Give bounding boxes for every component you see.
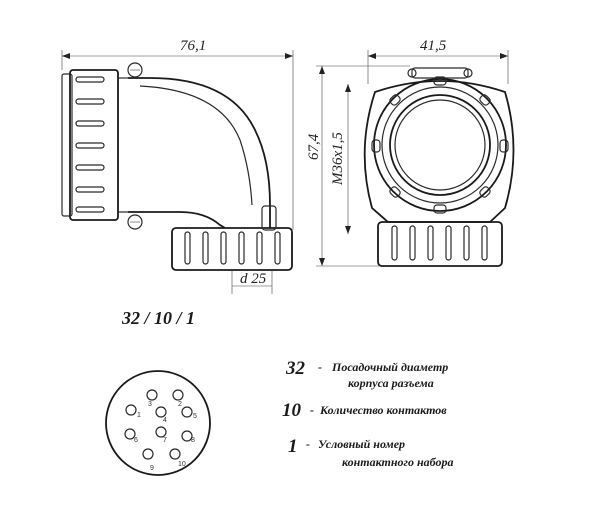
pin-8: 8 [181,430,195,444]
front-view: 41,5 67,4 M36x1,5 [306,38,515,267]
svg-text:9: 9 [150,465,154,472]
svg-text:7: 7 [163,437,167,444]
svg-text:корпуса разъема: корпуса разъема [348,376,434,390]
svg-text:2: 2 [178,401,182,408]
svg-text:-: - [318,360,322,374]
pin-10: 10 [169,448,186,468]
nut-ribs-bottom [184,231,281,265]
svg-text:4: 4 [163,417,167,424]
dim-side-length: 76,1 [180,38,206,54]
pin-1: 1 [125,404,141,419]
dim-thread: M36x1,5 [330,132,346,186]
legend-item-set: 1 - Условный номер контактного набора [288,436,453,469]
svg-text:Условный номер: Условный номер [318,437,405,451]
legend: 32 - Посадочный диаметр корпуса разъема … [282,358,453,469]
pin-3: 3 [146,389,158,408]
svg-text:8: 8 [191,437,195,444]
svg-text:контактного набора: контактного набора [342,455,453,469]
svg-text:6: 6 [134,437,138,444]
pin-9: 9 [142,448,154,472]
svg-text:3: 3 [148,401,152,408]
dim-front-width: 41,5 [420,38,447,54]
svg-text:-: - [310,403,314,417]
pin-5: 5 [181,406,197,420]
svg-text:10: 10 [178,461,186,468]
legend-item-diameter: 32 - Посадочный диаметр корпуса разъема [285,358,448,390]
dim-height: 67,4 [306,133,322,160]
svg-text:1: 1 [137,412,141,419]
svg-text:1: 1 [288,436,298,457]
svg-text:-: - [306,437,310,451]
ring-lugs [371,76,509,214]
svg-text:Количество контактов: Количество контактов [319,403,447,417]
connector-code: 32 / 10 / 1 [121,308,195,328]
svg-text:32: 32 [285,358,306,379]
pin-layout: 1 2 3 4 5 6 7 8 [105,370,211,476]
svg-text:5: 5 [193,413,197,420]
dim-cable-diameter: d 25 [240,271,267,287]
legend-item-contacts: 10 - Количество контактов [282,400,447,421]
pin-4: 4 [155,406,167,424]
pin-6: 6 [124,428,138,444]
nut-ribs-left [75,76,105,213]
pin-7: 7 [155,426,167,444]
side-view: 76,1 [61,38,294,294]
svg-text:10: 10 [282,400,302,421]
pin-2: 2 [172,389,184,408]
svg-text:Посадочный диаметр: Посадочный диаметр [331,360,448,374]
front-nut-ribs [391,225,488,261]
